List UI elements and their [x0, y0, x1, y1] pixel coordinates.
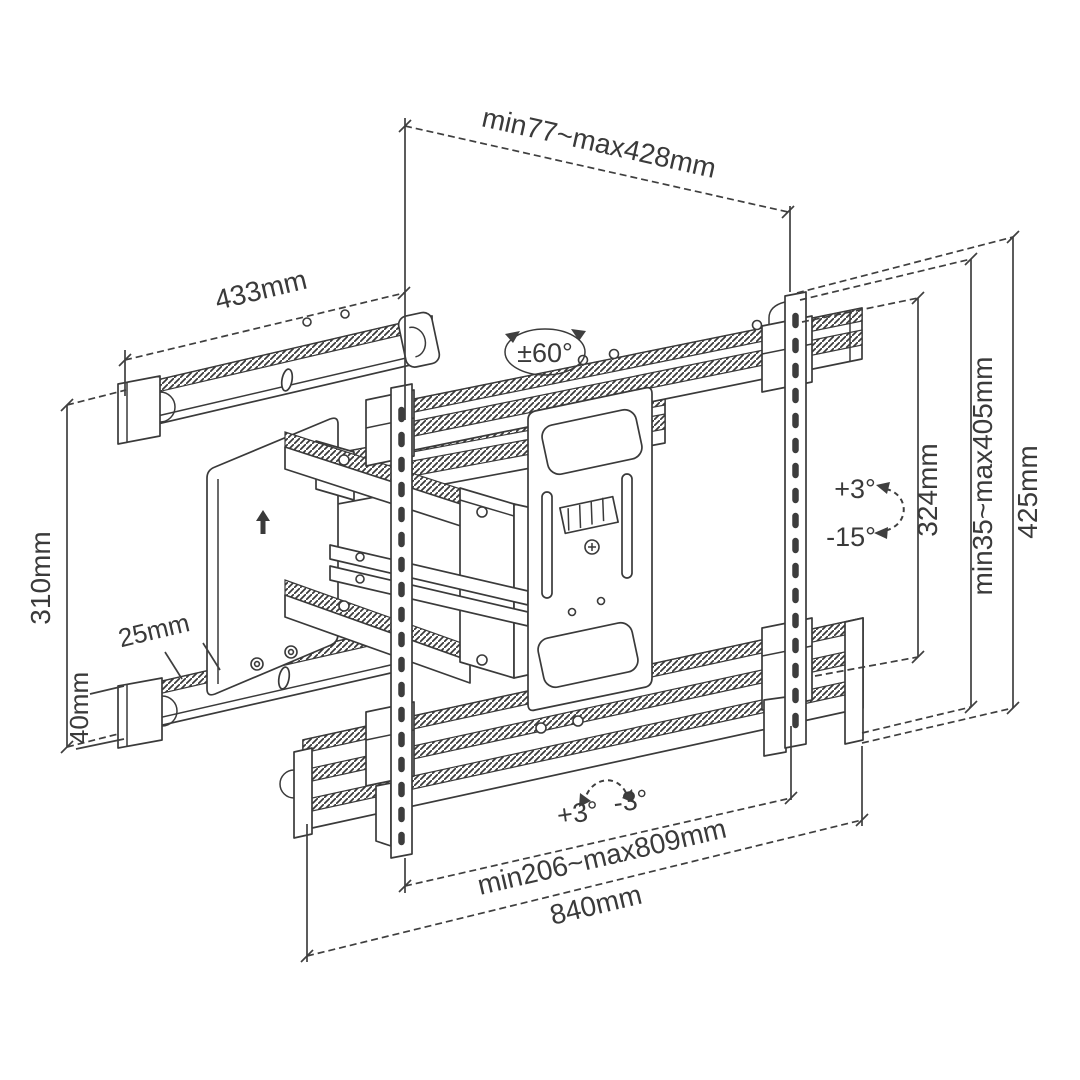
level-angle-indicator: +3° -3°: [555, 779, 650, 831]
tilt-up-label: +3°: [834, 474, 876, 504]
level-left-label: +3°: [555, 795, 600, 830]
tilt-down-label: -15°: [826, 522, 876, 552]
dim-overall-height-label: 425mm: [1012, 445, 1043, 538]
dim-rail-profile-height-label: 40mm: [64, 672, 94, 744]
dim-rail-offset-label: 25mm: [115, 607, 192, 653]
dim-wall-bracket-height-label: 310mm: [25, 531, 56, 624]
dim-arm-extension-label: min77~max428mm: [479, 102, 719, 184]
swivel-angle-label: ±60°: [517, 338, 573, 368]
dim-rail-profile-height: 40mm: [64, 672, 125, 750]
dim-bracket-hole-span-label: 324mm: [912, 443, 943, 536]
top-tv-rail: [389, 307, 863, 456]
swivel-angle-indicator: ±60°: [504, 328, 586, 376]
arrow-up-icon: [256, 510, 270, 534]
dim-bracket-hole-span: 324mm: [801, 291, 943, 677]
wall-plate: [206, 417, 339, 696]
tilt-angle-indicator: +3° -15°: [826, 474, 905, 552]
dim-wall-bracket-height: 310mm: [25, 389, 127, 754]
left-vertical-bracket: [365, 383, 415, 859]
dim-vesa-height-range-label: min35~max405mm: [967, 357, 998, 596]
dim-vesa-height-range: min35~max405mm: [799, 252, 998, 734]
dim-wall-rail-length-label: 433mm: [212, 264, 310, 316]
level-right-label: -3°: [611, 784, 650, 819]
tv-adapter-plate: [527, 386, 653, 712]
dim-overall-width-label: 840mm: [547, 879, 645, 931]
upper-wall-rail: [117, 309, 441, 445]
dim-rail-offset: 25mm: [115, 607, 221, 680]
right-vertical-bracket: [761, 291, 813, 757]
dim-overall-height: 425mm: [796, 230, 1043, 744]
